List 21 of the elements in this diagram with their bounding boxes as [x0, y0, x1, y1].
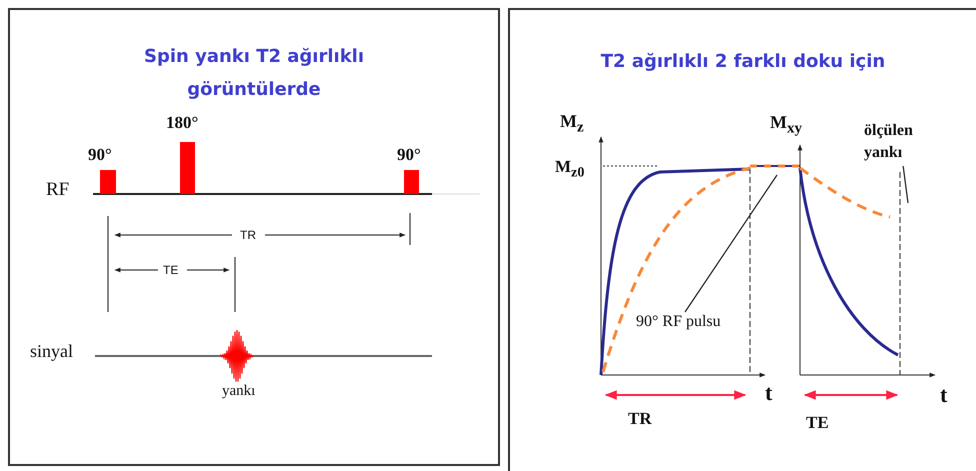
axis-label: t — [940, 384, 948, 406]
axis-label: TE — [806, 414, 829, 431]
leader-line — [902, 166, 909, 204]
panel-frame — [508, 8, 976, 471]
panel-title: Spin yankı T2 ağırlıklı görüntülerde — [143, 45, 365, 102]
axis-label: RF — [46, 180, 70, 199]
axis-label: M$_{xy}$ — [770, 113, 802, 137]
axis-label: sinyal — [30, 342, 73, 360]
leader-line — [684, 174, 778, 312]
pulse-angle-label: 180° — [166, 114, 198, 131]
axis-label: M$_{z}$ — [560, 112, 584, 136]
axis-label: t — [765, 382, 772, 404]
panel-title: T2 ağırlıklı 2 farklı doku için — [600, 50, 886, 74]
panel-frame — [8, 8, 500, 466]
axis-label: yankı — [222, 384, 256, 399]
axis-label: TR — [628, 410, 652, 427]
axis-label: M$_{z0}$ — [555, 158, 584, 180]
pulse-angle-label: 90° — [397, 146, 421, 163]
pulse-angle-label: 90° — [88, 146, 112, 163]
annotation-text: ölçülen yankı — [864, 120, 936, 164]
annotation-text: 90° RF pulsu — [636, 314, 721, 330]
